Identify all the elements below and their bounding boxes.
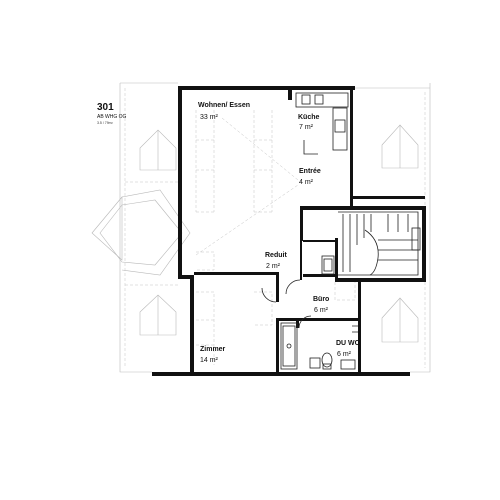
walls — [152, 86, 426, 376]
room-area: 14 m² — [200, 357, 219, 364]
room-area: 6 m² — [337, 351, 352, 358]
unit-number: 301 — [97, 102, 114, 113]
kitchen-fixtures — [295, 92, 349, 155]
unit-note: 3.5 / 79m² — [97, 121, 114, 125]
dormer-right-bottom — [381, 297, 419, 343]
room-area: 6 m² — [314, 307, 329, 314]
dormer-left-top — [139, 129, 177, 171]
unit-label: 301 AB WHG OG 3.5 / 79m² — [97, 102, 127, 125]
dormer-left-bottom — [139, 294, 177, 336]
room-area: 33 m² — [200, 114, 219, 121]
room-name: Zimmer — [200, 346, 226, 353]
room-du-wc: DU WC 6 m² — [336, 340, 360, 358]
room-name: Wohnen/ Essen — [198, 102, 250, 109]
room-name: Büro — [313, 296, 329, 303]
room-zimmer: Zimmer 14 m² — [200, 346, 226, 364]
door-swings — [261, 279, 312, 329]
room-name: Reduit — [265, 252, 287, 259]
roof-context — [91, 82, 431, 373]
room-name: Entrée — [299, 168, 321, 175]
dormer-right-top — [381, 124, 419, 169]
room-reduit: Reduit 2 m² — [265, 252, 287, 270]
unit-subtitle: AB WHG OG — [97, 114, 127, 120]
bay-window-left — [91, 181, 191, 286]
room-buero: Büro 6 m² — [313, 296, 329, 314]
reduit-fixtures — [321, 255, 335, 275]
staircase — [338, 211, 421, 276]
room-kueche: Küche 7 m² — [298, 114, 320, 131]
room-name: DU WC — [336, 340, 360, 347]
room-wohnen-essen: Wohnen/ Essen 33 m² — [198, 102, 250, 121]
room-area: 2 m² — [266, 263, 281, 270]
room-area: 4 m² — [299, 179, 314, 186]
room-entree: Entrée 4 m² — [299, 168, 321, 186]
room-area: 7 m² — [299, 124, 314, 131]
room-name: Küche — [298, 114, 320, 121]
bathroom-fixtures — [280, 322, 358, 370]
